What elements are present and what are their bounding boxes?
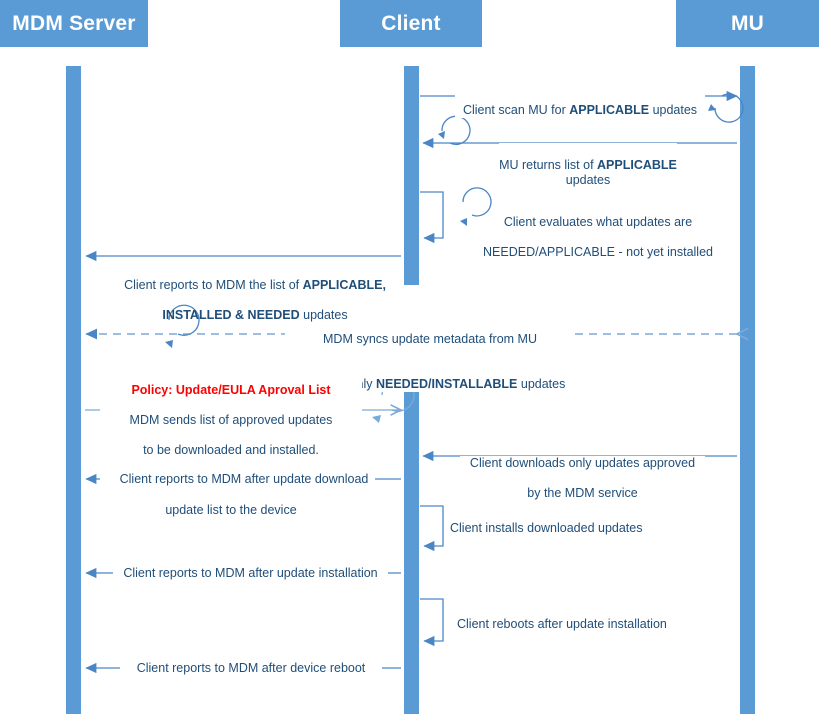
message-label-m4-line2-bold: INSTALLED & NEEDED (162, 308, 299, 322)
message-label-m9: Client installs downloaded updates (450, 521, 643, 535)
lane-header-client: Client (340, 0, 482, 47)
message-arrow-m11-self (420, 598, 444, 647)
message-label-m7-line2: by the MDM service (527, 486, 638, 500)
policy-label-m6: Policy: Update/EULA Aproval List (131, 383, 331, 397)
message-label-m3: Client evaluates what updates are NEEDED… (478, 200, 718, 275)
message-label-m3-line1: Client evaluates what updates are (503, 215, 693, 229)
loop-icon-m2 (438, 115, 471, 145)
message-label-m6: Policy: Update/EULA Aproval List MDM sen… (100, 368, 362, 533)
message-arrow-m9-self (420, 505, 444, 552)
message-label-m1: Client scan MU for APPLICABLE updates (455, 88, 705, 118)
message-label-m4-line2-post: updates (299, 308, 348, 322)
message-label-m5-line1: MDM syncs update metadata from MU (285, 332, 575, 347)
message-label-m12: Client reports to MDM after device reboo… (120, 661, 382, 676)
message-label-m1-bold: APPLICABLE (569, 103, 650, 117)
message-label-m11: Client reboots after update installation (457, 617, 667, 631)
message-label-m4: Client reports to MDM the list of APPLIC… (110, 248, 400, 338)
message-label-m7: Client downloads only updates approved b… (460, 441, 705, 516)
message-label-m7-line1: Client downloads only updates approved (460, 456, 705, 471)
message-label-m8: Client reports to MDM after update downl… (113, 472, 375, 487)
lane-header-client-label: Client (381, 11, 441, 35)
message-label-m5-line2-post: updates (517, 377, 566, 391)
message-label-m2-line1: MU returns list of APPLICABLE (499, 143, 677, 173)
message-label-m3-line2: NEEDED/APPLICABLE - not yet installed (483, 245, 713, 259)
lifeline-client-seg2 (404, 385, 419, 714)
message-label-m2: MU returns list of APPLICABLE updates (478, 128, 698, 203)
message-label-m4-line1-bold: APPLICABLE, (302, 278, 386, 292)
message-label-m2-line1-pre: MU returns list of (499, 158, 598, 172)
message-label-m10: Client reports to MDM after update insta… (113, 566, 388, 581)
message-label-m4-line1: Client reports to MDM the list of APPLIC… (124, 263, 386, 293)
message-label-m6-line2: to be downloaded and installed. (143, 443, 319, 457)
message-label-m5-line2-bold: NEEDED/INSTALLABLE (375, 377, 518, 391)
message-label-m6-line1: MDM sends list of approved updates (129, 413, 333, 427)
lifeline-mdm-server (66, 66, 81, 714)
message-label-m6-line4: update list to the device (165, 503, 297, 517)
loop-icon-m3 (460, 187, 492, 226)
lifeline-mu (740, 66, 755, 714)
message-label-m4-line2-boldtext: INSTALLED & NEEDED (162, 308, 300, 322)
message-label-m4-line2: INSTALLED & NEEDED updates (110, 293, 400, 323)
message-label-m1-post: updates (649, 103, 698, 117)
loop-icon-m1 (708, 93, 744, 123)
message-label-m2-line2: updates (565, 173, 611, 187)
lane-header-mu-label: MU (730, 11, 765, 35)
message-label-m4-line1-pre: Client reports to MDM the list of (124, 278, 303, 292)
message-arrow-m3-self (420, 191, 444, 244)
lifeline-client-seg1 (404, 66, 419, 285)
lane-header-mdm-server-label: MDM Server (12, 11, 136, 35)
message-label-m2-line1-bold: APPLICABLE (597, 158, 677, 172)
lane-header-mu: MU (676, 0, 819, 47)
loop-icon-m5 (165, 304, 200, 348)
lane-header-mdm-server: MDM Server (0, 0, 148, 47)
message-label-m1-pre: Client scan MU for (462, 103, 570, 117)
